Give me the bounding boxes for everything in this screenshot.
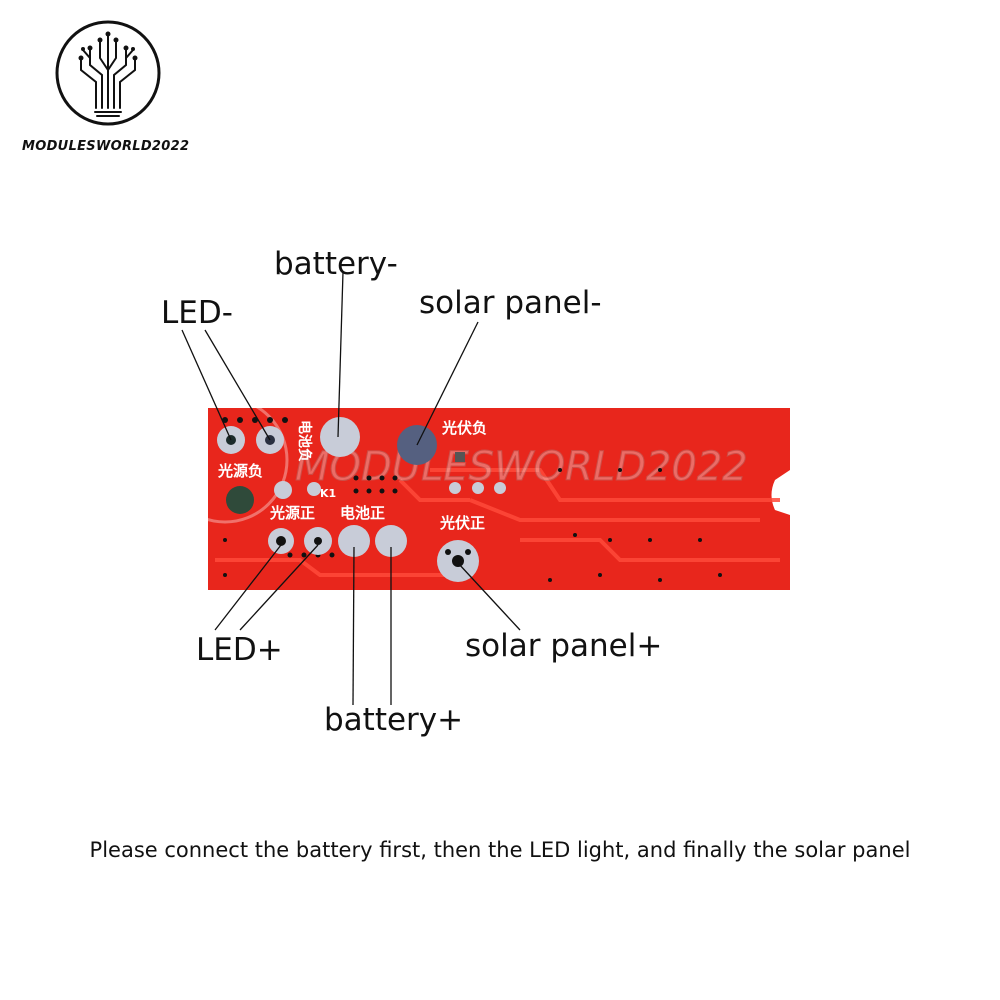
- brand-logo: [55, 20, 161, 126]
- pad-battery-pos-1: [338, 525, 370, 557]
- label-solar-neg: solar panel-: [419, 285, 602, 321]
- label-battery-neg: battery-: [274, 246, 398, 282]
- pad-led-pos-2: [304, 527, 332, 555]
- silk-led-neg: 光源负: [217, 462, 263, 480]
- pad-battery-neg: [320, 417, 360, 457]
- silk-led-pos: 光源正: [269, 504, 315, 522]
- brand-name: MODULESWORLD2022: [22, 139, 190, 154]
- silk-pv-neg: 光伏负: [441, 419, 487, 437]
- label-led-pos: LED+: [196, 632, 283, 668]
- label-battery-pos: battery+: [324, 702, 464, 738]
- pad-led-pos-1: [268, 528, 294, 554]
- silk-bat-neg-vertical: 电池负: [296, 420, 313, 462]
- label-solar-pos: solar panel+: [465, 628, 663, 664]
- circuit-tree-icon: [80, 35, 136, 117]
- label-led-neg: LED-: [161, 295, 233, 331]
- watermark-text: MODULESWORLD2022: [295, 444, 748, 490]
- silk-bat-pos: 电池正: [340, 504, 385, 522]
- instruction-caption: Please connect the battery first, then t…: [89, 838, 911, 862]
- silk-k1: K1: [320, 487, 336, 500]
- pad-battery-pos-2: [375, 525, 407, 557]
- pad-solar-pos: [437, 540, 479, 582]
- silk-pv-pos: 光伏正: [439, 514, 485, 532]
